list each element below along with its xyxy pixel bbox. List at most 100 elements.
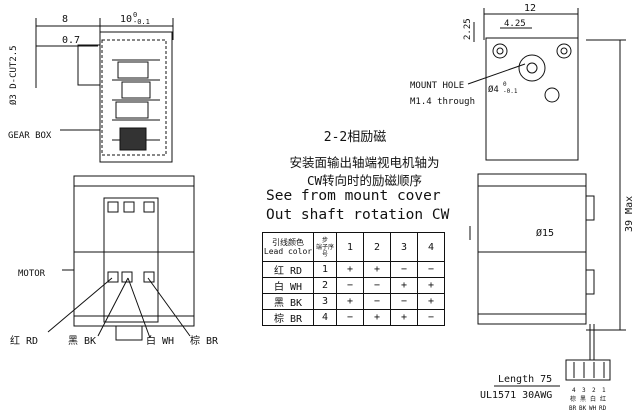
step-cell: −	[336, 277, 364, 294]
connector-code-label: WH	[589, 405, 597, 412]
bore-sup: 0	[503, 81, 507, 88]
connector-pin-label: 2	[592, 387, 596, 394]
connector-color-label: 棕	[570, 395, 576, 403]
connector-code-label: BK	[579, 405, 587, 412]
connector-code-label: BR	[569, 405, 577, 412]
terminal-number: 1	[313, 261, 337, 278]
gear-box-inner	[101, 39, 167, 156]
step-cell: −	[417, 309, 445, 326]
wire-brown-label: 棕 BR	[190, 334, 219, 347]
excitation-note-en-1: See from mount cover	[266, 188, 441, 204]
connector-pin-label: 3	[582, 387, 586, 394]
terminal-pin	[107, 271, 119, 283]
length-label: Length 75	[498, 374, 552, 385]
dim-10-sub: -0.1	[133, 18, 150, 26]
header-step-4: 4	[417, 232, 445, 262]
mount-hole-label: MOUNT HOLE	[410, 81, 464, 91]
connector-body	[565, 359, 611, 381]
dim-10-sup: 0	[133, 11, 137, 19]
terminal-side	[585, 195, 595, 221]
worm-gear	[119, 127, 147, 151]
step-cell: −	[417, 261, 445, 278]
header-lead-color: 引线颜色 Lead color	[262, 232, 314, 262]
terminal-number: 4	[313, 309, 337, 326]
output-bore	[518, 54, 546, 82]
excitation-sequence-table: 引线颜色 Lead color 步 端子序号 1 2 3 4 红 RD 1 + …	[262, 232, 445, 326]
motor-label: MOTOR	[18, 269, 46, 279]
header-step-3: 3	[390, 232, 418, 262]
step-cell: +	[390, 309, 418, 326]
motor-end-cap	[115, 325, 143, 341]
table-row: 黑 BK 3 + − − +	[262, 293, 445, 310]
excitation-note-cn-2: CW转向时的励磁顺序	[306, 173, 423, 188]
gear-boss	[544, 87, 560, 103]
height-39-text: 39 Max	[624, 196, 635, 232]
table-row: 红 RD 1 + + − −	[262, 261, 445, 278]
output-bore-inner	[526, 62, 538, 74]
excitation-note-cn-1: 安装面输出轴端视电机轴为	[289, 155, 440, 170]
gear	[115, 101, 149, 119]
header-step: 步	[321, 236, 328, 244]
step-cell: −	[390, 293, 418, 310]
lead-color: 白 WH	[262, 277, 314, 294]
terminal-pin	[107, 201, 119, 213]
header-lead-en: Lead color	[263, 247, 313, 256]
dim-12-text: 12	[524, 3, 536, 14]
leader-brown	[147, 277, 191, 337]
header-terminal: 步 端子序号	[313, 232, 337, 262]
connector-color-label: 黑	[580, 396, 586, 403]
wire-white-label: 白 WH	[146, 334, 174, 347]
mount-hole-spec: M1.4 through	[410, 97, 475, 107]
dim-10-text: 10	[120, 14, 132, 25]
shaft-label: Ø3 D-CUT2.5	[8, 45, 19, 105]
terminal-pin	[123, 201, 135, 213]
terminal-number: 2	[313, 277, 337, 294]
bore-label: Ø4	[488, 84, 499, 95]
leader-mount-hole	[467, 63, 526, 85]
dim-8-text: 8	[62, 14, 68, 25]
step-cell: +	[417, 293, 445, 310]
mount-hole-left	[492, 43, 508, 59]
dim-425-text: 4.25	[504, 19, 526, 29]
lead-color: 棕 BR	[262, 309, 314, 326]
wire-black-label: 黑 BK	[68, 335, 96, 347]
connector-color-label: 白	[590, 395, 596, 403]
lead-color: 红 RD	[262, 261, 314, 278]
terminal-pin	[143, 271, 155, 283]
excitation-title: 2-2相励磁	[323, 130, 387, 145]
header-step-1: 1	[336, 232, 364, 262]
leader-black	[97, 277, 129, 337]
table-row: 白 WH 2 − − + +	[262, 277, 445, 294]
gear-box-label: GEAR BOX	[8, 131, 52, 141]
dim-07-text: 0.7	[62, 35, 80, 46]
connector-pin-label: 4	[572, 387, 576, 394]
terminal-side	[585, 269, 595, 295]
gear-box-outline	[99, 31, 173, 163]
shaft	[77, 44, 101, 86]
step-cell: −	[336, 309, 364, 326]
table-row: 棕 BR 4 − + + −	[262, 309, 445, 326]
header-step-2: 2	[363, 232, 391, 262]
leader-red	[47, 277, 113, 333]
step-cell: +	[417, 277, 445, 294]
lead-color: 黑 BK	[262, 293, 314, 310]
table-header-row: 引线颜色 Lead color 步 端子序号 1 2 3 4	[262, 232, 445, 262]
mount-hole-left-inner	[496, 47, 504, 55]
leader-white	[127, 277, 151, 339]
dia-15-text: Ø15	[536, 227, 554, 239]
step-cell: +	[363, 261, 391, 278]
step-cell: −	[390, 261, 418, 278]
step-cell: +	[390, 277, 418, 294]
terminal-block	[103, 197, 159, 323]
connector-pin-label: 1	[602, 387, 606, 394]
terminal-pin	[143, 201, 155, 213]
gear-box-front	[485, 37, 579, 161]
terminal-number: 3	[313, 293, 337, 310]
wire-red-label: 红 RD	[10, 334, 38, 347]
wire-spec-label: UL1571 30AWG	[480, 390, 552, 401]
step-cell: +	[336, 293, 364, 310]
gear	[121, 81, 151, 99]
step-cell: +	[363, 309, 391, 326]
mount-hole-right-inner	[560, 47, 568, 55]
